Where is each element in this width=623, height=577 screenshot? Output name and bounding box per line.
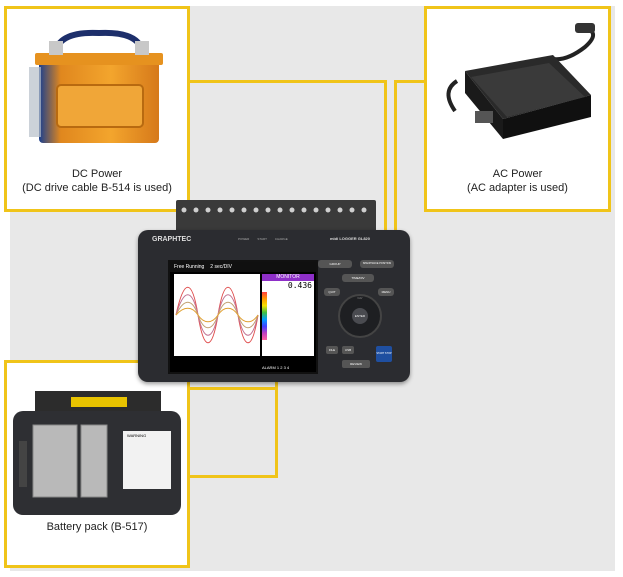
screen-status-mode: Free Running xyxy=(174,264,205,270)
battery-pack-title: Battery pack (B-517) xyxy=(46,521,148,533)
button-quit[interactable]: QUIT xyxy=(324,288,340,296)
wire-battery-horizontal-upper xyxy=(188,387,278,390)
screen-status-rate: 2 sec/DIV xyxy=(210,264,232,270)
navigation-pad[interactable]: ENTER NAV xyxy=(338,294,382,338)
wire-dc-horizontal xyxy=(188,80,387,83)
nav-label: NAV xyxy=(357,297,363,300)
indicator-charge: CHARGE xyxy=(274,237,288,241)
car-battery-icon xyxy=(29,27,169,147)
waveform-plot xyxy=(174,274,260,356)
wire-ac-vertical xyxy=(394,80,397,240)
button-file[interactable]: FILE xyxy=(326,346,338,354)
wire-battery-horizontal-lower xyxy=(188,475,278,478)
dc-power-card: DC Power (DC drive cable B-514 is used) xyxy=(4,6,190,212)
device-body: GRAPHTEC POWER START CHARGE midi LOGGER … xyxy=(138,230,410,382)
monitor-panel: MONITOR 0.436 xyxy=(262,274,314,356)
monitor-title: MONITOR xyxy=(262,274,314,281)
button-group[interactable]: GROUP xyxy=(318,260,352,268)
indicator-power: POWER xyxy=(238,237,250,241)
ac-power-subtitle: (AC adapter is used) xyxy=(467,182,568,194)
monitor-channel-colors xyxy=(262,292,267,340)
button-position[interactable]: SPAN/TRACE POSITION xyxy=(360,260,394,268)
indicator-start: START xyxy=(257,237,267,241)
data-logger-device: GRAPHTEC POWER START CHARGE midi LOGGER … xyxy=(138,200,410,386)
wire-dc-vertical xyxy=(384,80,387,240)
ac-power-card: AC Power (AC adapter is used) xyxy=(424,6,611,212)
device-brand: GRAPHTEC xyxy=(152,236,192,243)
monitor-big-value: 0.436 xyxy=(287,281,312,290)
button-menu[interactable]: MENU xyxy=(378,288,394,296)
screen-footer: ALARM 1 2 3 4 xyxy=(262,365,290,370)
device-indicators: POWER START CHARGE xyxy=(238,237,288,241)
screen-status-bar: Free Running 2 sec/DIV xyxy=(170,262,316,272)
button-review[interactable]: REVIEW xyxy=(342,360,370,368)
button-enter[interactable]: ENTER xyxy=(352,308,368,324)
dc-power-caption: DC Power (DC drive cable B-514 is used) xyxy=(7,167,187,195)
button-usb[interactable]: USB xyxy=(342,346,354,354)
device-model: midi LOGGER GL820 xyxy=(330,236,371,241)
wire-battery-vertical xyxy=(275,380,278,478)
device-screen: Free Running 2 sec/DIV MONITOR xyxy=(168,260,318,374)
button-time-div[interactable]: TIME/DIV xyxy=(342,274,374,282)
battery-pack-icon xyxy=(13,391,183,517)
dc-power-title: DC Power xyxy=(71,168,123,180)
wire-ac-horizontal xyxy=(394,80,426,83)
battery-warning-label: WARNING xyxy=(127,433,147,438)
battery-pack-card: WARNING Battery pack (B-517) xyxy=(4,360,190,568)
dc-power-subtitle: (DC drive cable B-514 is used) xyxy=(22,182,172,194)
button-start-stop[interactable]: START STOP xyxy=(376,346,392,362)
ac-power-title: AC Power xyxy=(492,168,543,180)
ac-power-caption: AC Power (AC adapter is used) xyxy=(427,167,608,195)
ac-adapter-icon xyxy=(435,21,607,151)
